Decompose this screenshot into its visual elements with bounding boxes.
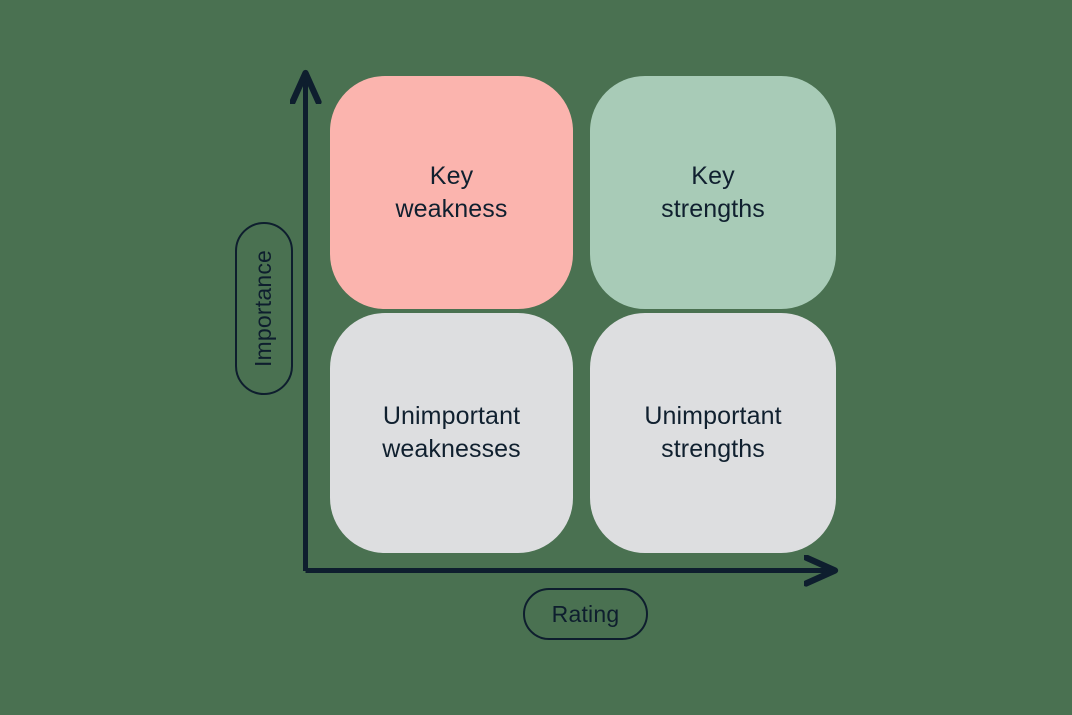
quadrant-key-weakness[interactable]: Key weakness [330,76,573,309]
y-axis-label-pill: Importance [235,222,293,395]
quadrant-unimportant-weaknesses[interactable]: Unimportant weaknesses [330,313,573,553]
y-axis-label-text: Importance [250,249,277,368]
quadrant-key-strengths[interactable]: Key strengths [590,76,836,309]
x-axis-label-pill: Rating [523,588,648,640]
quadrant-label-key-weakness: Key weakness [395,161,508,223]
x-axis-label-text: Rating [551,600,620,627]
quadrant-label-key-strengths: Key strengths [661,161,765,223]
quadrant-label-unimportant-strengths: Unimportant strengths [644,402,782,463]
quadrant-unimportant-strengths[interactable]: Unimportant strengths [590,313,836,553]
quadrant-label-unimportant-weaknesses: Unimportant weaknesses [382,402,521,463]
